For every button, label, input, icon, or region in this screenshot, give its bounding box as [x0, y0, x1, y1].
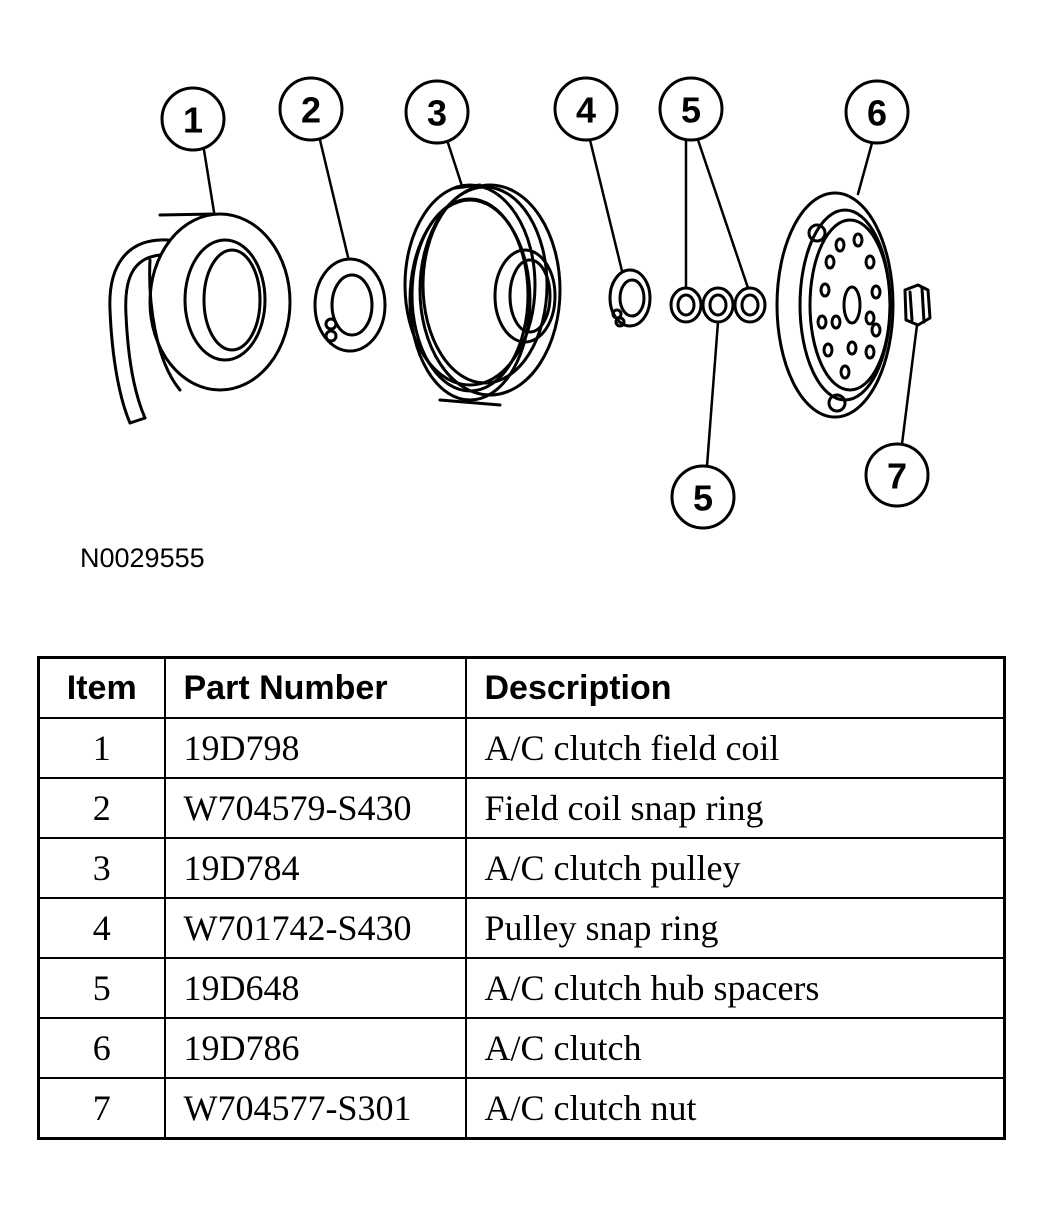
table-row: 6 19D786 A/C clutch	[37, 1017, 1006, 1079]
table-header-row: Item Part Number Description	[37, 656, 1006, 719]
table-row: 3 19D784 A/C clutch pulley	[37, 837, 1006, 899]
clutch-hub-plate-part	[775, 191, 895, 419]
callout-number: 7	[887, 456, 907, 497]
cell-item: 1	[37, 717, 166, 779]
callout-number: 2	[301, 90, 321, 131]
callout-number: 3	[427, 93, 447, 134]
cell-part-number: 19D648	[163, 957, 467, 1019]
cell-description: A/C clutch	[464, 1017, 1006, 1079]
cell-description: A/C clutch pulley	[464, 837, 1006, 899]
cell-part-number: W704579-S430	[163, 777, 467, 839]
pulley-snap-ring-part	[608, 268, 652, 328]
cell-description: A/C clutch nut	[464, 1077, 1006, 1140]
callout-number: 4	[576, 90, 596, 131]
cell-description: A/C clutch hub spacers	[464, 957, 1006, 1019]
callout-number: 5	[693, 478, 713, 519]
cell-description: A/C clutch field coil	[464, 717, 1006, 779]
callout-circle-4	[553, 76, 619, 142]
table-row: 7 W704577-S301 A/C clutch nut	[37, 1077, 1006, 1140]
field-coil-part	[108, 212, 292, 425]
table-row: 2 W704579-S430 Field coil snap ring	[37, 777, 1006, 839]
parts-table: Item Part Number Description 1 19D798 A/…	[37, 656, 1006, 1140]
callout-number: 1	[183, 100, 203, 141]
callout-circle-2	[278, 76, 344, 142]
field-coil-snap-ring-part	[313, 257, 387, 353]
callout-number: 5	[681, 90, 701, 131]
callout-circle-6	[844, 79, 910, 145]
cell-part-number: 19D798	[163, 717, 467, 779]
cell-part-number: 19D786	[163, 1017, 467, 1079]
callout-circle-1	[160, 86, 226, 152]
clutch-pulley-part	[403, 183, 562, 407]
callout-circle-5b	[670, 464, 736, 530]
cell-part-number: 19D784	[163, 837, 467, 899]
callout-circle-7	[864, 442, 930, 508]
callout-circle-3	[404, 79, 470, 145]
cell-part-number: W701742-S430	[163, 897, 467, 959]
clutch-nut-part	[903, 283, 932, 327]
cell-part-number: W704577-S301	[163, 1077, 467, 1140]
cell-description: Field coil snap ring	[464, 777, 1006, 839]
table-row: 5 19D648 A/C clutch hub spacers	[37, 957, 1006, 1019]
table-row: 1 19D798 A/C clutch field coil	[37, 717, 1006, 779]
callout-circles	[160, 76, 930, 530]
exploded-view-diagram: 1 2 3 4 5 5 6 7	[108, 76, 932, 530]
figure-id: N0029555	[80, 543, 205, 573]
header-item: Item	[37, 656, 166, 719]
cell-item: 3	[37, 837, 166, 899]
header-part-number: Part Number	[163, 656, 467, 719]
cell-description: Pulley snap ring	[464, 897, 1006, 959]
callout-circle-5a	[658, 76, 724, 142]
cell-item: 4	[37, 897, 166, 959]
callout-numbers: 1 2 3 4 5 5 6 7	[183, 90, 907, 519]
cell-item: 6	[37, 1017, 166, 1079]
cell-item: 2	[37, 777, 166, 839]
hub-spacers-part	[669, 286, 767, 324]
table-row: 4 W701742-S430 Pulley snap ring	[37, 897, 1006, 959]
callout-number: 6	[867, 93, 887, 134]
cell-item: 5	[37, 957, 166, 1019]
leader-lines	[202, 138, 919, 468]
cell-item: 7	[37, 1077, 166, 1140]
header-description: Description	[464, 656, 1006, 719]
